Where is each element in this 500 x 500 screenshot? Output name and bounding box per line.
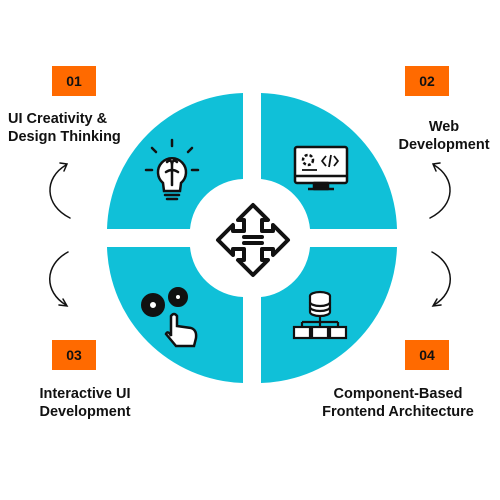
step-number-badge: 04 — [405, 340, 449, 370]
monitor-code-icon — [293, 145, 349, 191]
database-network-icon — [292, 290, 348, 340]
step-title: UI Creativity & Design Thinking — [8, 110, 121, 146]
step-title-line: Web — [428, 119, 460, 135]
step-title-line: UI Creativity & — [8, 111, 108, 127]
step-number-badge: 03 — [52, 340, 96, 370]
step-title-line: Development — [398, 137, 490, 153]
step-number-badge: 02 — [405, 66, 449, 96]
step-title: Interactive UI Development — [18, 385, 152, 421]
curved-arrow-left-down-head — [58, 298, 69, 307]
step-title-line: Component-Based — [333, 386, 463, 402]
four-way-arrows-icon — [216, 203, 290, 277]
step-title: Web Development — [392, 118, 496, 154]
gears-hand-icon — [141, 287, 198, 348]
curved-arrow-left-down — [49, 251, 69, 306]
curved-arrow-right-down — [431, 251, 451, 306]
curved-arrow-left-up — [49, 164, 71, 219]
step-title-line: Design Thinking — [8, 129, 121, 145]
step-title-line: Frontend Architecture — [322, 404, 474, 420]
brain-lightbulb-icon — [144, 138, 200, 201]
step-number-badge: 01 — [52, 66, 96, 96]
curved-arrow-right-up-head — [431, 162, 441, 172]
step-title-line: Interactive UI — [39, 386, 131, 402]
curved-arrow-right-up — [429, 164, 451, 219]
step-title: Component-Based Frontend Architecture — [300, 385, 496, 421]
curved-arrow-left-up-head — [59, 162, 69, 172]
step-title-line: Development — [39, 404, 131, 420]
curved-arrow-right-down-head — [431, 298, 442, 307]
